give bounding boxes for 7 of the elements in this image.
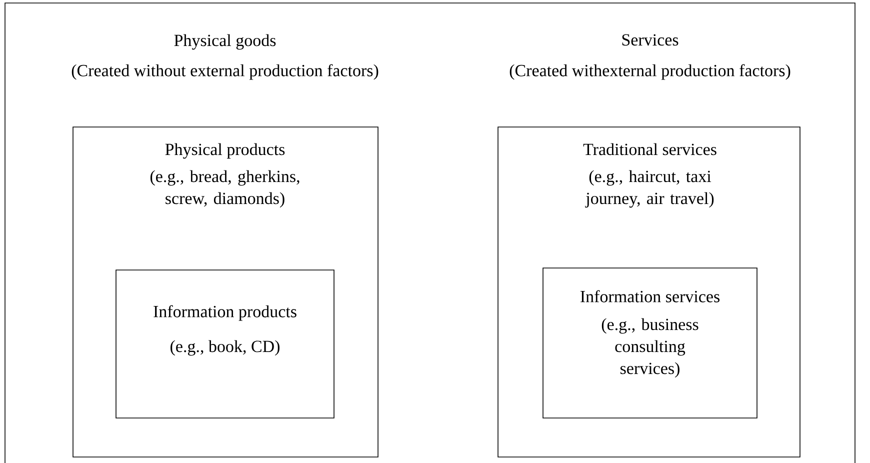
subcategory-box: Information products (e.g., book, CD)	[116, 270, 334, 418]
node-label: (Created without external production factors)	[72, 64, 378, 80]
subcategory-box: Information services (e.g., business consulting services)	[542, 268, 758, 418]
node-label: (Created withexternal production factors)	[510, 64, 790, 80]
node-label: Physical goods	[174, 34, 276, 50]
node-label: Services	[622, 34, 678, 46]
outer-frame	[4, 2, 856, 463]
